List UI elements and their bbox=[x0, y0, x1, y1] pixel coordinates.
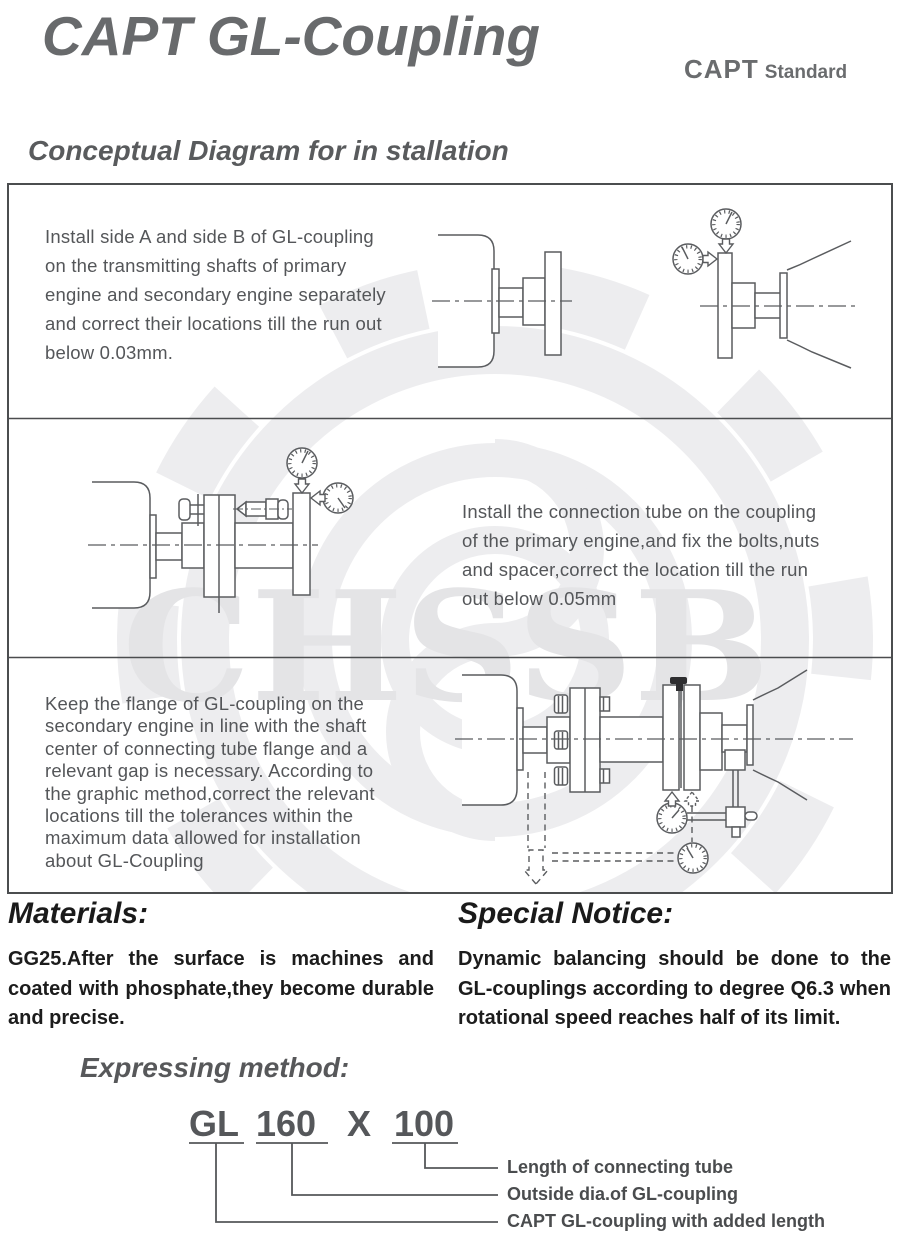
brand-name: CAPT bbox=[684, 54, 759, 84]
notice-line: Dynamic balancing should be done to the bbox=[458, 948, 891, 970]
dial-indicator bbox=[655, 791, 689, 835]
dial-indicator bbox=[676, 841, 710, 875]
brand-suffix: Standard bbox=[764, 62, 848, 83]
diagram-box-border bbox=[7, 183, 893, 894]
step3-text: Keep the flange of GL-coupling on the se… bbox=[45, 693, 375, 871]
code-size: 160 bbox=[256, 1103, 317, 1144]
materials-line: coated with phosphate,they become durabl… bbox=[8, 977, 434, 1000]
materials-text: GG25.After the surface is machines and c… bbox=[8, 945, 434, 1034]
label-coupling: CAPT GL-coupling with added length bbox=[507, 1211, 825, 1231]
label-length: Length of connecting tube bbox=[507, 1157, 733, 1177]
page-title: CAPT GL-Coupling bbox=[42, 5, 540, 67]
construction-lines bbox=[522, 772, 693, 886]
dial-indicator bbox=[671, 242, 718, 276]
code-length: 100 bbox=[394, 1103, 455, 1144]
dial-indicator bbox=[709, 207, 743, 254]
notice-line: rotational speed reaches half of its lim… bbox=[458, 1007, 841, 1029]
watermark-logo: CHSSB bbox=[117, 262, 873, 892]
notice-title: Special Notice: bbox=[458, 897, 674, 930]
dial-indicator bbox=[310, 481, 355, 515]
step2-text: Install the connection tube on the coupl… bbox=[462, 501, 820, 609]
materials-line: and precise. bbox=[8, 1007, 125, 1029]
drawing-step2 bbox=[88, 446, 355, 613]
notice-text: Dynamic balancing should be done to the … bbox=[458, 945, 891, 1034]
materials-line: GG25.After the surface is machines and bbox=[8, 948, 434, 970]
notice-line: GL-couplings according to degree Q6.3 wh… bbox=[458, 977, 891, 1000]
expressing-title: Expressing method: bbox=[80, 1052, 350, 1083]
bolt bbox=[553, 694, 611, 714]
drawing-step3 bbox=[455, 669, 853, 886]
code-prefix: GL bbox=[189, 1103, 239, 1144]
concept-section-title: Conceptual Diagram for in stallation bbox=[28, 135, 509, 166]
drawing-step1 bbox=[432, 207, 858, 369]
dial-indicator bbox=[285, 446, 319, 494]
expressing-lines bbox=[189, 1142, 498, 1223]
label-diameter: Outside dia.of GL-coupling bbox=[507, 1184, 738, 1204]
materials-title: Materials: bbox=[8, 897, 149, 930]
step1-text: Install side A and side B of GL-coupling… bbox=[45, 226, 386, 363]
gap-marker bbox=[670, 677, 687, 691]
bolt bbox=[553, 766, 611, 786]
code-separator: X bbox=[347, 1103, 372, 1144]
